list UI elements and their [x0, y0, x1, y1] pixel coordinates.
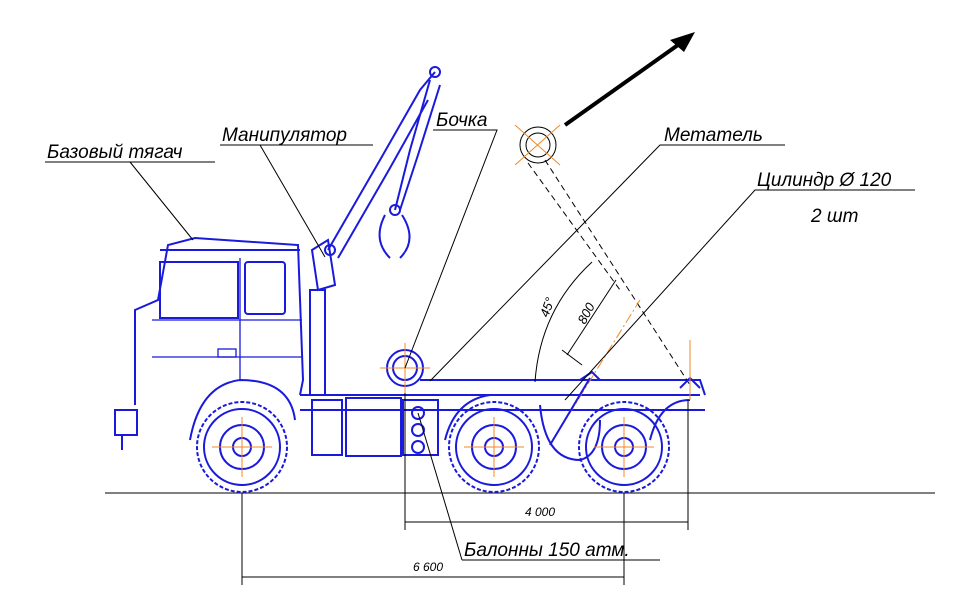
launcher — [514, 124, 701, 446]
arm-length-dimension — [561, 279, 617, 366]
middle-wheel — [448, 401, 540, 493]
label-bottles: Балонны 150 атм. — [464, 540, 630, 561]
rear-span-value: 4 000 — [525, 505, 555, 519]
label-cylinder: Цилиндр Ø 120 — [757, 170, 892, 191]
manipulator-crane — [309, 66, 441, 395]
label-barrel: Бочка — [436, 110, 487, 131]
truck-cab — [114, 236, 305, 450]
angle-dimension-arc — [534, 261, 593, 383]
throw-direction-arrow — [563, 32, 695, 127]
arm-length-value: 800 — [574, 300, 598, 327]
rear-wheel — [578, 401, 670, 493]
label-cylinder-qty: 2 шт — [810, 206, 858, 227]
label-base-tractor: Базовый тягач — [47, 142, 183, 163]
dimension-lines — [241, 393, 689, 585]
wheelbase-value: 6 600 — [413, 560, 443, 574]
label-manipulator: Манипулятор — [222, 125, 347, 146]
leader-lines — [45, 129, 915, 561]
label-launcher: Метатель — [664, 125, 763, 146]
angle-value: 45° — [537, 295, 558, 319]
front-wheel — [196, 401, 288, 493]
